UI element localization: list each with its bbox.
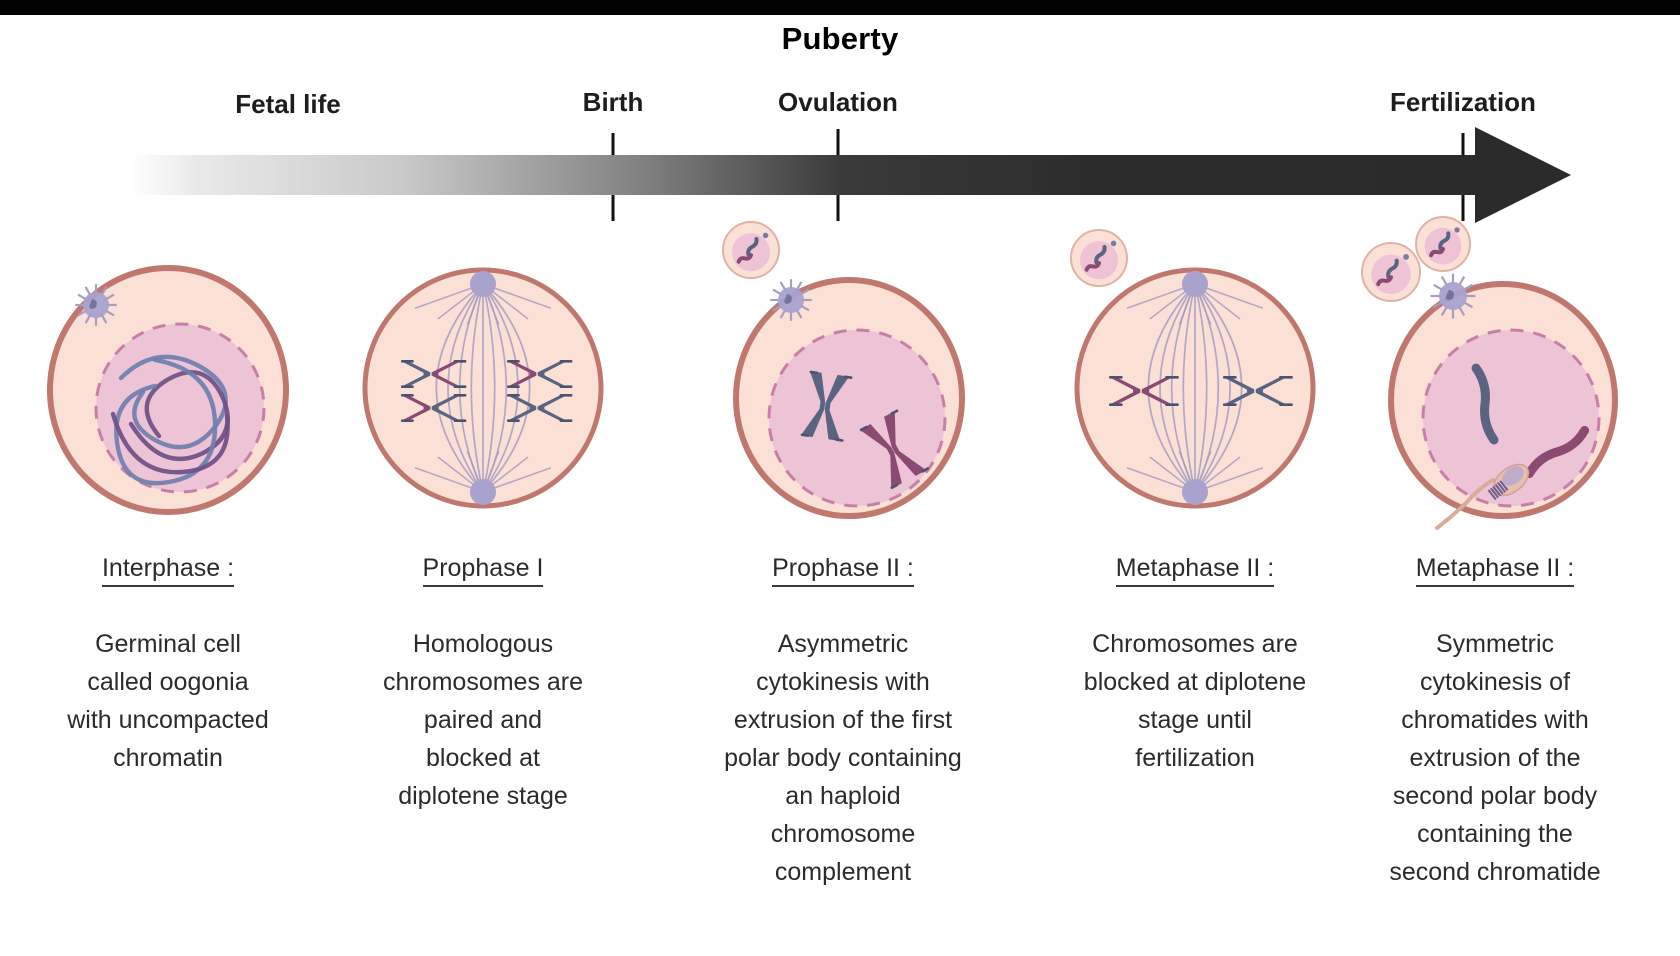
stage-description-prophase-1: Homologous chromosomes are paired and bl… [382,630,584,810]
stage-title-metaphase-2-a: Metaphase II : [1030,554,1360,587]
timeline-arrow-head [1475,127,1571,223]
stage-column-prophase-1: Prophase I Homologous chromosomes are pai… [318,228,648,815]
oocyte-illustration [1070,229,1316,509]
timeline-label-ovulation: Ovulation [778,87,898,117]
stage-description-interphase: Germinal cell called oogonia with uncomp… [67,630,269,772]
stage-description-prophase-2: Asymmetric cytokinesis with extrusion of… [724,630,962,886]
timeline: Puberty Fetal life Birth Ovulation Fertiliz… [0,15,1680,225]
cell-diagram-interphase [3,228,333,548]
cell-diagram-prophase-1 [318,228,648,548]
timeline-label-fetal-life: Fetal life [235,89,341,119]
timeline-label-birth: Birth [582,87,644,117]
oocyte-illustration [47,265,289,515]
stage-title-text: Metaphase II : [1415,554,1575,587]
top-black-bar [0,0,1680,15]
oocyte-illustration [362,267,604,509]
oocyte-illustration [1361,216,1618,530]
cell-diagram-prophase-2 [678,221,1008,548]
stage-title-text: Prophase I [422,554,544,587]
stage-title-text: Prophase II : [772,554,914,587]
stage-description-metaphase-2-a: Chromosomes are blocked at diplotene sta… [1083,630,1307,772]
stage-column-metaphase-2-b: Metaphase II : Symmetric cytokinesis of c… [1330,216,1660,891]
stage-title-interphase: Interphase : [3,554,333,587]
stage-description-metaphase-2-b: Symmetric cytokinesis of chromatides wit… [1389,630,1601,886]
cell-diagram-metaphase-2-b [1330,216,1660,548]
timeline-arrow-shaft [130,155,1500,195]
stage-column-metaphase-2-a: Metaphase II : Chromosomes are blocked at… [1030,228,1360,777]
stage-title-metaphase-2-b: Metaphase II : [1330,554,1660,587]
stage-column-prophase-2: Prophase II : Asymmetric cytokinesis with… [678,221,1008,891]
oocyte-illustration [722,221,965,519]
timeline-label-fertilization: Fertilization [1390,87,1536,117]
puberty-title: Puberty [781,21,899,56]
stage-title-text: Interphase : [101,554,235,587]
stage-title-text: Metaphase II : [1115,554,1275,587]
stage-title-prophase-1: Prophase I [318,554,648,587]
cell-diagram-metaphase-2-a [1030,228,1360,548]
stage-title-prophase-2: Prophase II : [678,554,1008,587]
stage-column-interphase: Interphase : Germinal cell called oogonia… [3,228,333,777]
